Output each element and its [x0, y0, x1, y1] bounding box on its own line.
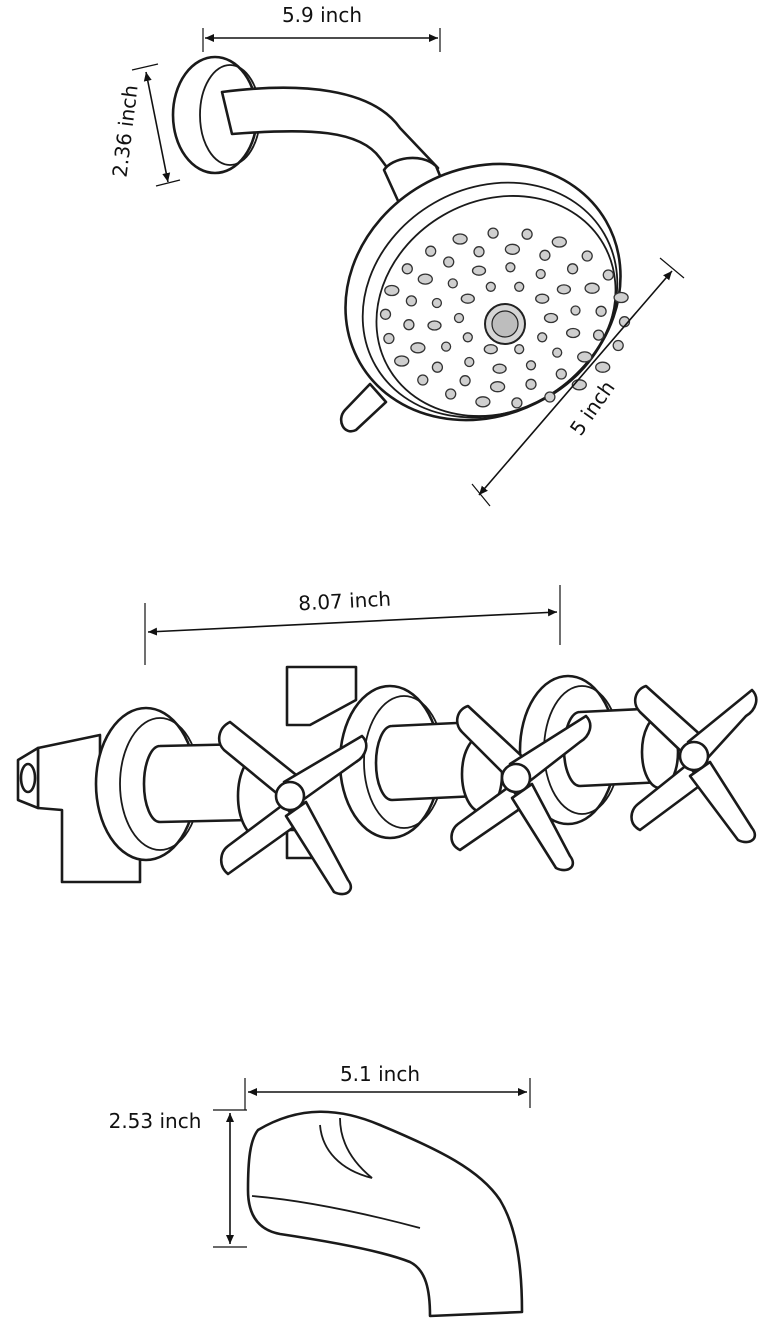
nozzle — [521, 228, 533, 240]
nozzle — [556, 284, 572, 295]
nozzle — [440, 341, 452, 352]
nozzle — [612, 339, 624, 352]
nozzle — [592, 329, 605, 341]
nozzle — [405, 295, 418, 307]
nozzle — [535, 293, 550, 304]
cross-handle-middle — [450, 704, 592, 872]
nozzle — [471, 265, 487, 276]
nozzle — [379, 308, 392, 320]
nozzle — [483, 344, 498, 355]
nozzle — [431, 297, 443, 309]
cross-handle-right — [630, 684, 758, 844]
nozzle — [447, 278, 458, 289]
nozzle — [581, 250, 593, 262]
flange-height-dimension: 2.36 inch — [107, 63, 181, 187]
nozzle — [460, 293, 475, 304]
nozzle — [551, 236, 567, 248]
nozzle — [445, 388, 457, 400]
nozzle — [537, 332, 548, 343]
nozzle — [514, 344, 525, 355]
nozzle — [485, 281, 496, 292]
nozzle — [511, 397, 523, 409]
nozzle — [539, 249, 551, 261]
nozzle — [595, 361, 611, 373]
nozzle — [473, 246, 485, 258]
valve-sleeves — [142, 706, 666, 824]
nozzle — [410, 342, 426, 354]
spout-length-label: 5.1 inch — [340, 1062, 420, 1086]
nozzle — [504, 243, 521, 255]
nozzle — [443, 256, 455, 268]
nozzle — [544, 391, 556, 403]
nozzle — [552, 347, 563, 358]
nozzle — [459, 375, 471, 387]
valve-width-dimension: 8.07 inch — [144, 585, 561, 665]
tub-spout — [246, 1110, 524, 1318]
nozzle — [417, 273, 433, 285]
nozzle — [602, 269, 614, 281]
nozzle — [384, 284, 400, 297]
nozzle — [401, 263, 413, 275]
nozzle — [462, 332, 473, 343]
nozzle — [464, 356, 475, 368]
nozzle — [570, 305, 581, 316]
nozzle — [565, 327, 581, 339]
nozzle — [584, 282, 600, 294]
nozzle — [475, 396, 491, 408]
nozzle — [453, 312, 465, 324]
nozzle — [403, 319, 415, 331]
nozzle — [383, 332, 395, 345]
nozzle — [425, 245, 437, 257]
nozzle — [505, 262, 516, 273]
nozzle — [577, 351, 593, 363]
nozzle — [555, 368, 567, 380]
nozzle — [525, 360, 537, 371]
spray-lever — [339, 382, 388, 433]
nozzle — [427, 320, 442, 331]
valve-top-stem — [285, 665, 358, 727]
nozzle — [595, 305, 607, 317]
spout-height-dimension: 2.53 inch — [109, 1109, 247, 1248]
nozzle — [613, 291, 629, 304]
nozzle — [487, 227, 499, 239]
nozzle — [452, 233, 468, 245]
three-handle-valve-drawing: 8.07 inch — [16, 585, 758, 896]
valve-width-label: 8.07 inch — [298, 587, 392, 616]
nozzle — [431, 361, 444, 373]
arm-width-label: 5.9 inch — [282, 3, 362, 27]
flange-height-label: 2.36 inch — [107, 84, 142, 179]
nozzle — [489, 381, 506, 393]
nozzle — [394, 355, 410, 367]
nozzle — [535, 268, 546, 280]
nozzle — [543, 312, 559, 324]
nozzle — [566, 263, 579, 275]
spout-height-label: 2.53 inch — [109, 1109, 202, 1133]
arm-width-dimension: 5.9 inch — [202, 3, 441, 52]
cross-handle-left — [217, 720, 368, 896]
nozzle — [492, 363, 507, 374]
spout-length-dimension: 5.1 inch — [244, 1062, 531, 1110]
nozzle — [514, 281, 525, 292]
tub-spout-drawing: 5.1 inch 2.53 inch — [109, 1062, 531, 1318]
nozzle — [525, 378, 537, 390]
nozzle — [417, 374, 429, 386]
shower-head-drawing: 5.9 inch 2.36 inch 5 inch — [107, 3, 685, 507]
